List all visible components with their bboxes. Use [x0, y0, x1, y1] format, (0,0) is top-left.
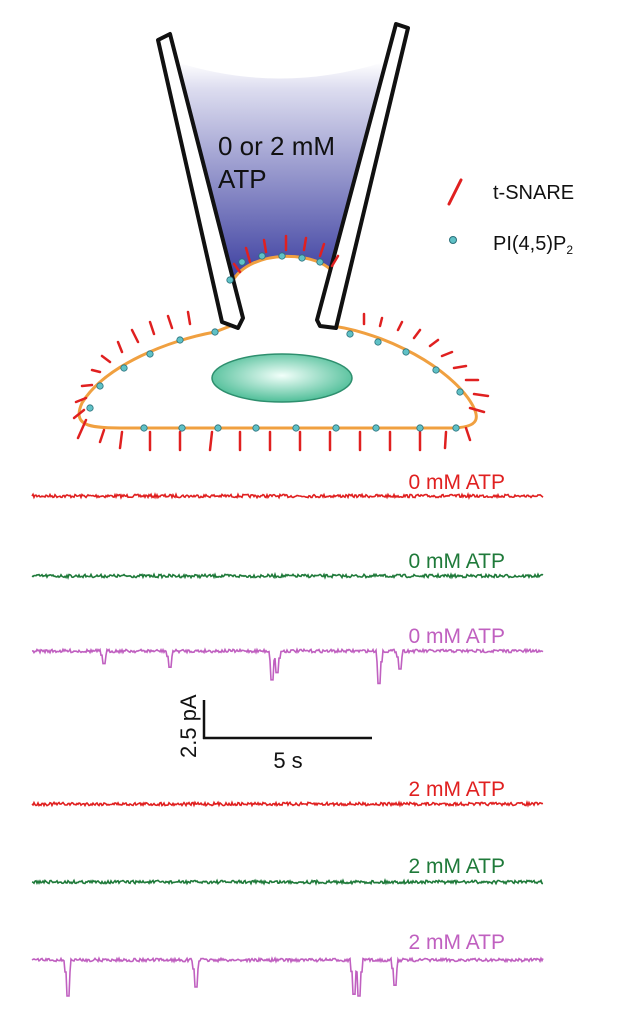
- pipette-label-line2: ATP: [218, 164, 267, 194]
- t-snare-tick: [166, 314, 174, 330]
- pi-dot: [252, 424, 260, 432]
- pi-dot: [278, 252, 286, 260]
- pi-dot: [140, 424, 148, 432]
- pi-dot: [211, 328, 219, 336]
- pi-dot: [332, 424, 340, 432]
- pi-dot: [402, 348, 410, 356]
- pi-dot: [374, 338, 382, 346]
- pi-dot: [346, 330, 354, 338]
- pi-dot: [226, 276, 234, 284]
- pi-dot: [120, 364, 128, 372]
- current-trace-3: [31, 647, 544, 685]
- t-snare-tick: [98, 428, 106, 444]
- pi-dot: [258, 252, 266, 260]
- scale-bar-y-label: 2.5 pA: [176, 694, 201, 758]
- current-trace-4: [31, 800, 544, 808]
- pi-dot: [96, 382, 104, 390]
- pi-dot: [316, 258, 324, 266]
- t-snare-tick: [472, 392, 490, 398]
- t-snare-tick: [468, 406, 486, 414]
- pi-dot: [456, 388, 464, 396]
- cyan-dot-icon: [449, 236, 457, 244]
- current-trace-6: [31, 956, 544, 997]
- t-snare-tick: [302, 236, 308, 252]
- t-snare-tick: [232, 262, 242, 274]
- scale-bar: 2.5 pA 5 s: [176, 694, 372, 773]
- t-snare-tick: [443, 430, 448, 450]
- pipette-label-line1: 0 or 2 mM: [218, 131, 335, 161]
- pi-dot: [214, 424, 222, 432]
- t-snare-tick: [440, 350, 454, 358]
- t-snare-tick: [318, 242, 326, 258]
- pi-dot: [452, 424, 460, 432]
- t-snare-tick: [116, 340, 124, 354]
- pipette-wall-right: [315, 22, 410, 330]
- pi-dot: [86, 404, 94, 412]
- t-snare-tick: [396, 320, 404, 332]
- pi-dot: [146, 350, 154, 358]
- t-snare-tick: [208, 430, 214, 452]
- legend: t-SNARE PI(4,5)P2: [447, 178, 574, 257]
- t-snare-tick: [80, 383, 94, 388]
- pi-dot: [416, 424, 424, 432]
- pi-dot: [372, 424, 380, 432]
- scale-bar-x-label: 5 s: [273, 748, 302, 773]
- t-snare-tick: [244, 246, 252, 264]
- t-snare-tick: [90, 368, 102, 374]
- trace-label-4: 2 mM ATP: [409, 778, 505, 801]
- current-traces: [31, 492, 544, 997]
- red-tick-icon: [447, 178, 463, 206]
- cell-membrane: [77, 254, 478, 430]
- pi-dot-markers: [86, 252, 464, 432]
- t-snare-tick: [452, 364, 468, 370]
- t-snare-tick: [74, 396, 88, 404]
- pi-dot: [176, 336, 184, 344]
- pi-dot: [238, 258, 246, 266]
- t-snare-markers: [72, 234, 490, 452]
- trace-label-3: 0 mM ATP: [409, 625, 505, 648]
- pi-dot: [292, 424, 300, 432]
- trace-label-2: 0 mM ATP: [409, 550, 505, 573]
- t-snare-tick: [148, 320, 156, 336]
- current-trace-5: [31, 877, 544, 886]
- t-snare-tick: [262, 238, 268, 254]
- current-trace-2: [31, 571, 544, 580]
- pi-dot: [298, 254, 306, 262]
- legend-label-pi: PI(4,5)P2: [493, 233, 573, 257]
- pipette-solution: [176, 62, 384, 290]
- trace-label-5: 2 mM ATP: [409, 855, 505, 878]
- t-snare-tick: [330, 254, 340, 268]
- pipette-wall-left: [156, 32, 245, 330]
- nucleus: [211, 353, 353, 403]
- t-snare-tick: [428, 338, 440, 348]
- trace-label-1: 0 mM ATP: [409, 471, 505, 494]
- pi-dot: [432, 366, 440, 374]
- t-snare-tick: [378, 316, 384, 328]
- t-snare-tick: [100, 354, 112, 364]
- t-snare-tick: [130, 328, 140, 344]
- t-snare-tick: [118, 430, 124, 450]
- current-trace-1: [31, 492, 544, 500]
- t-snare-tick: [464, 426, 472, 442]
- t-snare-tick: [72, 408, 86, 420]
- trace-label-6: 2 mM ATP: [409, 931, 505, 954]
- t-snare-tick: [412, 328, 422, 340]
- pi-dot: [178, 424, 186, 432]
- t-snare-tick: [186, 310, 192, 326]
- t-snare-tick: [76, 418, 88, 440]
- legend-label-t-snare: t-SNARE: [493, 182, 574, 204]
